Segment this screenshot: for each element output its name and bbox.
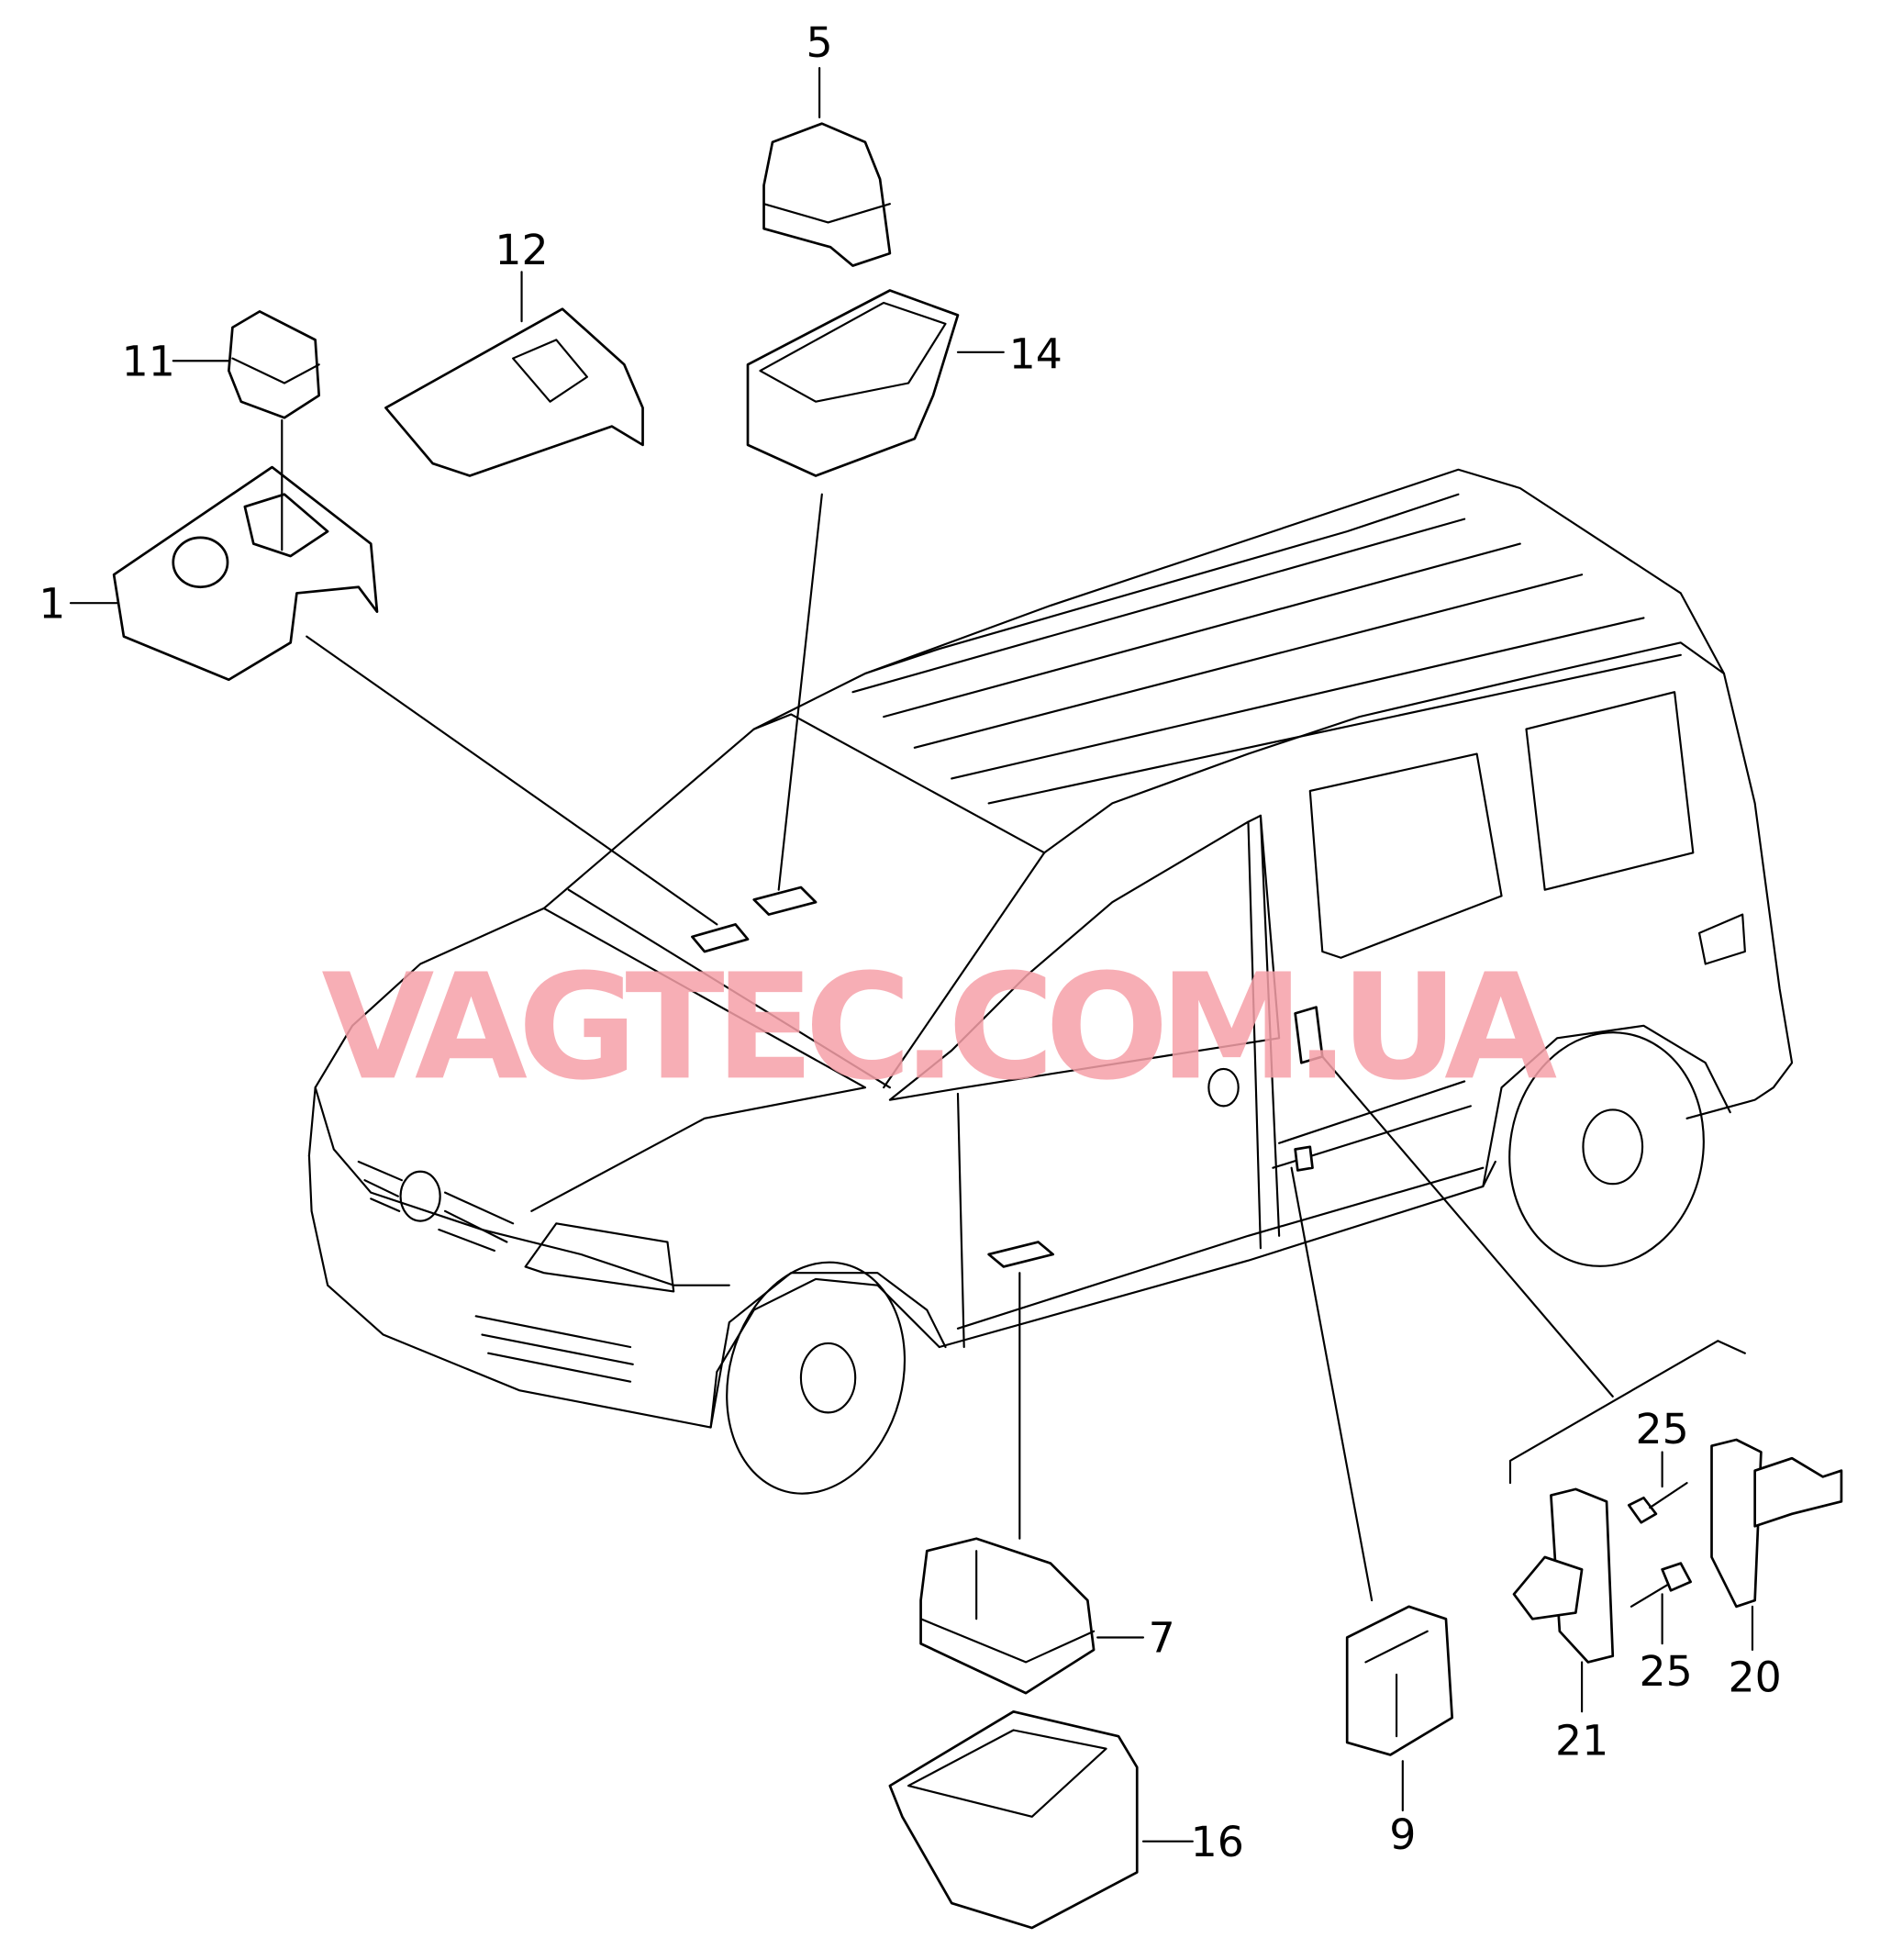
- callout-5: 5: [806, 17, 833, 67]
- part-25-screw-top[interactable]: [1627, 1482, 1688, 1524]
- part-20-contact-switch[interactable]: [1710, 1438, 1843, 1609]
- callout-9: 9: [1389, 1810, 1416, 1859]
- part-5-window-switch[interactable]: [762, 122, 892, 267]
- part-1-mirror-switch[interactable]: [112, 465, 379, 682]
- part-21-contact-switch[interactable]: [1512, 1487, 1615, 1664]
- callout-16: 16: [1191, 1817, 1244, 1866]
- callout-20: 20: [1729, 1653, 1782, 1702]
- callout-12: 12: [495, 225, 548, 274]
- callout-25-bottom: 25: [1640, 1646, 1693, 1696]
- part-9-switch[interactable]: [1345, 1605, 1454, 1756]
- part-11-switch[interactable]: [228, 310, 321, 419]
- part-25-screw-bottom[interactable]: [1630, 1562, 1692, 1608]
- callout-25-top: 25: [1636, 1404, 1689, 1453]
- part-16-trim-frame[interactable]: [888, 1709, 1139, 1930]
- part-12-cover[interactable]: [384, 307, 644, 477]
- part-14-trim-frame[interactable]: [746, 289, 960, 477]
- callout-14: 14: [1009, 329, 1062, 378]
- callout-1: 1: [39, 578, 65, 628]
- callout-11: 11: [122, 336, 175, 385]
- part-7-double-switch[interactable]: [919, 1537, 1096, 1695]
- callout-7: 7: [1149, 1613, 1175, 1663]
- leader-lines: [69, 66, 1754, 1843]
- watermark: VAGTEC.COM.UA: [321, 942, 1557, 1112]
- vehicle-outline: [307, 468, 1794, 1495]
- callout-21: 21: [1555, 1715, 1608, 1765]
